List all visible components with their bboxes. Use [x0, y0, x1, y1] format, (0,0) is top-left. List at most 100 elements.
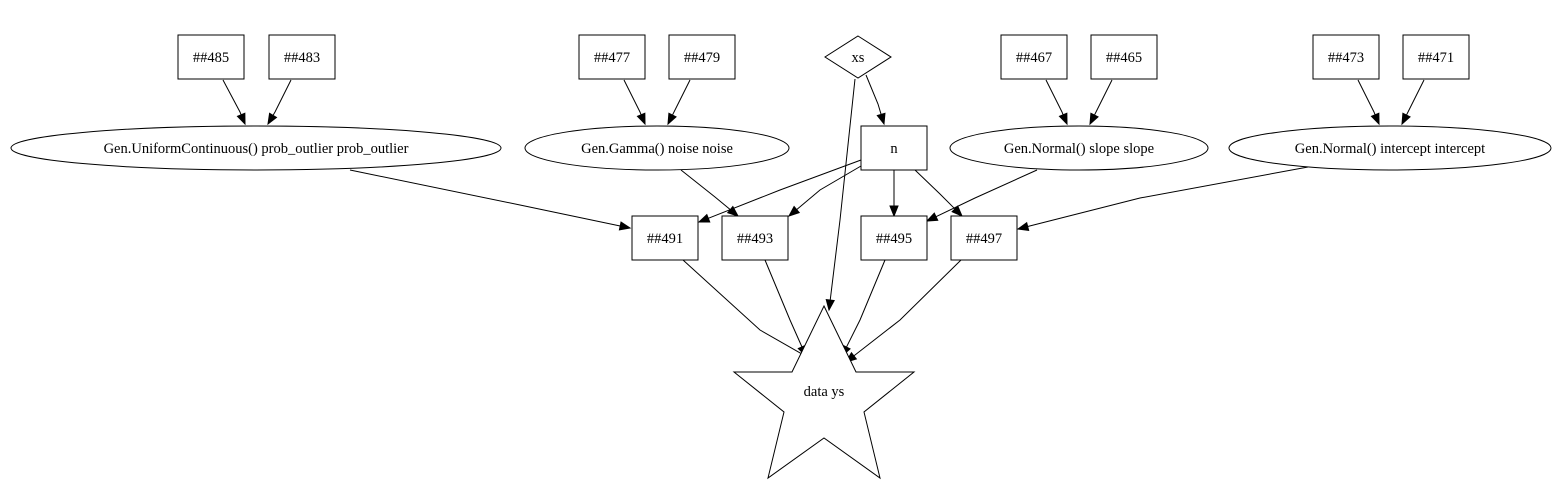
edge-n477-to-noise [623, 79, 646, 126]
edge-line [682, 259, 808, 358]
node-label: ##471 [1418, 50, 1454, 66]
edge-line [1045, 79, 1064, 115]
edge-xs-to-n [865, 74, 886, 126]
edge-layer [222, 74, 1425, 363]
arrowhead-icon [889, 205, 899, 218]
ellipse-shape [1228, 125, 1552, 171]
edge-n493-to-ys [764, 259, 807, 358]
edge-n491-to-ys [682, 259, 818, 363]
arrowhead-icon [787, 205, 801, 217]
box-shape [860, 125, 928, 171]
node-xs: xs [824, 35, 892, 79]
edge-line [1357, 79, 1376, 115]
edge-line [935, 169, 1038, 218]
node-layer: ##485 ##483 ##477 ##479 xs ##467 ##465 ##473 ##4… [10, 34, 1552, 480]
arrowhead-icon [697, 213, 711, 223]
node-n465: ##465 [1090, 34, 1158, 80]
node-n477: ##477 [578, 34, 646, 80]
node-label: Gen.UniformContinuous() prob_outlier pro… [104, 141, 409, 157]
node-label: Gen.Normal() intercept intercept [1295, 141, 1485, 157]
edge-n-to-n491 [697, 159, 862, 223]
node-label: ##465 [1106, 50, 1142, 66]
box-shape [631, 215, 699, 261]
arrowhead-icon [667, 112, 677, 126]
edge-n-to-n493 [787, 165, 862, 217]
node-label: Gen.Normal() slope slope [1004, 141, 1154, 157]
box-shape [1000, 34, 1068, 80]
node-label: data ys [804, 384, 845, 400]
arrowhead-icon [1016, 221, 1030, 232]
edge-line [1027, 166, 1309, 228]
ellipse-shape [524, 125, 790, 171]
node-n479: ##479 [668, 34, 736, 80]
box-shape [1312, 34, 1380, 80]
arrowhead-icon [925, 212, 939, 222]
edge-line [222, 79, 242, 115]
edge-line [853, 259, 962, 357]
edge-intercept-to-n497 [1016, 166, 1309, 232]
edge-n465-to-slope [1089, 79, 1113, 126]
edge-line [796, 165, 862, 210]
node-label: ##467 [1016, 50, 1052, 66]
box-shape [268, 34, 336, 80]
box-shape [950, 215, 1018, 261]
node-n467: ##467 [1000, 34, 1068, 80]
ellipse-shape [10, 125, 502, 171]
node-label: ##473 [1328, 50, 1364, 66]
node-label: ##483 [284, 50, 320, 66]
node-label: xs [852, 50, 865, 66]
edge-line [672, 79, 691, 116]
edge-line [349, 169, 621, 227]
arrowhead-icon [636, 112, 646, 126]
star-shape [732, 304, 916, 480]
node-noise: Gen.Gamma() noise noise [524, 125, 790, 171]
box-shape [1090, 34, 1158, 80]
box-shape [668, 34, 736, 80]
edge-n-to-n497 [914, 169, 963, 217]
node-n: n [860, 125, 928, 171]
edge-line [623, 79, 642, 115]
arrowhead-icon [1058, 112, 1068, 126]
node-label: ##477 [594, 50, 630, 66]
node-n485: ##485 [177, 34, 245, 80]
edge-n479-to-noise [667, 79, 691, 126]
node-n483: ##483 [268, 34, 336, 80]
box-shape [578, 34, 646, 80]
node-intercept: Gen.Normal() intercept intercept [1228, 125, 1552, 171]
node-n471: ##471 [1402, 34, 1470, 80]
edge-n483-to-prob_outlier [267, 79, 292, 126]
edge-line [680, 169, 731, 211]
node-label: ##485 [193, 50, 229, 66]
node-slope: Gen.Normal() slope slope [949, 125, 1209, 171]
edge-line [865, 74, 882, 115]
arrowhead-icon [825, 299, 835, 312]
edge-line [829, 78, 856, 301]
edge-n471-to-intercept [1401, 79, 1425, 126]
node-label: ##491 [647, 231, 683, 247]
arrowhead-icon [951, 205, 963, 217]
edge-n495-to-ys [841, 259, 886, 358]
arrowhead-icon [267, 112, 278, 126]
node-n497: ##497 [950, 215, 1018, 261]
edge-line [764, 259, 803, 348]
node-label: Gen.Gamma() noise noise [581, 141, 733, 157]
node-n491: ##491 [631, 215, 699, 261]
arrowhead-icon [1089, 112, 1099, 126]
arrowhead-icon [1370, 112, 1380, 126]
node-label: ##493 [737, 231, 773, 247]
edge-line [1406, 79, 1425, 116]
edge-n-to-n495 [889, 170, 899, 218]
node-n495: ##495 [860, 215, 928, 261]
node-label: ##495 [876, 231, 912, 247]
edge-n485-to-prob_outlier [222, 79, 246, 126]
edge-line [914, 169, 956, 210]
box-shape [860, 215, 928, 261]
arrowhead-icon [1401, 112, 1411, 126]
edge-line [1094, 79, 1113, 116]
arrowhead-icon [726, 205, 740, 217]
arrowhead-icon [876, 112, 886, 126]
node-label: ##479 [684, 50, 720, 66]
box-shape [177, 34, 245, 80]
edge-noise-to-n493 [680, 169, 740, 217]
